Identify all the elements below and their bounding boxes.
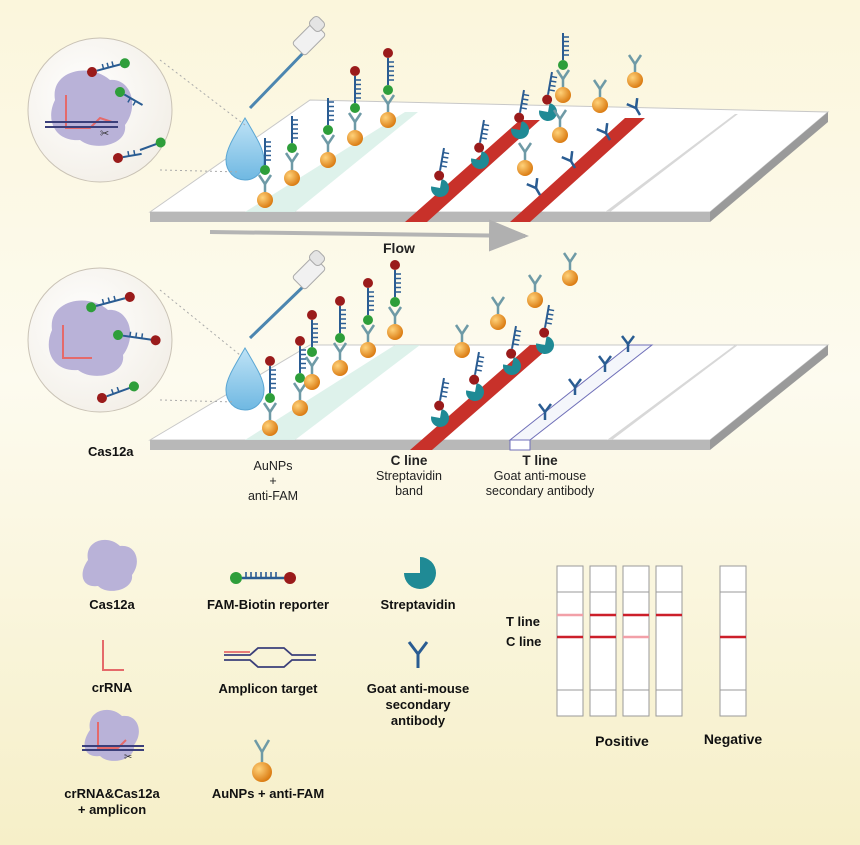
streptavidin-bound xyxy=(536,304,555,354)
legend-antibody-label-line3: antibody xyxy=(391,713,446,728)
legend-crrna-icon xyxy=(102,640,124,671)
legend-cas12a-icon xyxy=(82,539,137,591)
legend-streptavidin-label: Streptavidin xyxy=(380,597,455,612)
legend-antibody-icon xyxy=(407,641,429,668)
secondary-antibody xyxy=(561,150,577,169)
flow-arrow: Flow xyxy=(209,219,529,256)
bottom-drop xyxy=(225,347,265,411)
streptavidin-bound xyxy=(511,89,530,139)
top-drop xyxy=(225,117,265,181)
aunp-conjugate xyxy=(292,336,308,416)
legend-streptavidin-icon xyxy=(404,557,436,589)
legend-amplicon-icon xyxy=(224,647,316,668)
conjugate-label-line1: AuNPs xyxy=(254,459,293,473)
positive-result-strip xyxy=(655,565,683,717)
legend-complex-label-line1: crRNA&Cas12a xyxy=(64,786,160,801)
molecule-layer xyxy=(257,33,643,436)
aunp-conjugate xyxy=(592,79,608,113)
legend: Cas12a crRNA ✂ crRNA&Cas12a + amplicon F… xyxy=(64,539,470,817)
streptavidin-bound xyxy=(431,147,450,197)
aunp-conjugate xyxy=(490,296,506,330)
aunp-conjugate xyxy=(262,356,278,436)
t-line-label-line3: secondary antibody xyxy=(486,484,595,498)
secondary-antibody xyxy=(526,177,542,196)
result-strips: T line C line Positive Negative xyxy=(506,565,763,749)
secondary-antibody xyxy=(568,378,582,395)
bottom-conjugate-pad xyxy=(245,345,420,440)
result-t-line-label: T line xyxy=(506,614,540,629)
cas12a-side-label: Cas12a xyxy=(88,444,134,459)
c-line-label-title: C line xyxy=(391,453,428,468)
secondary-antibody xyxy=(538,403,552,420)
aunp-conjugate xyxy=(555,33,571,103)
legend-cas12a-label: Cas12a xyxy=(89,597,135,612)
strip-labels: AuNPs + anti-FAM C line Streptavidin ban… xyxy=(248,453,595,503)
negative-result-strip xyxy=(719,565,747,717)
aunp-conjugate xyxy=(347,66,363,146)
streptavidin-bound xyxy=(431,377,450,427)
aunp-conjugate xyxy=(304,310,320,390)
legend-complex-label-line2: + amplicon xyxy=(78,802,146,817)
result-c-line-label: C line xyxy=(506,634,541,649)
legend-crrna-label: crRNA xyxy=(92,680,133,695)
aunp-conjugate xyxy=(380,48,396,128)
aunp-conjugate xyxy=(360,278,376,358)
positive-result-strip xyxy=(622,565,650,717)
c-line-label-line3: band xyxy=(395,484,423,498)
aunp-conjugate xyxy=(387,260,403,340)
positive-result-strip xyxy=(556,565,584,717)
aunp-conjugate xyxy=(332,296,348,376)
secondary-antibody xyxy=(626,97,642,116)
negative-label: Negative xyxy=(704,731,763,747)
aunp-conjugate xyxy=(454,324,470,358)
streptavidin-bound xyxy=(466,351,485,401)
aunp-conjugate xyxy=(517,142,533,176)
bottom-pipette xyxy=(248,249,326,340)
aunp-conjugate xyxy=(257,138,273,208)
legend-aunps-icon xyxy=(252,739,272,782)
legend-reporter-icon xyxy=(230,572,296,584)
aunp-conjugate xyxy=(562,252,578,286)
legend-antibody-label-line2: secondary xyxy=(385,697,451,712)
svg-text:✂: ✂ xyxy=(100,128,109,140)
legend-reporter-label: FAM-Biotin reporter xyxy=(207,597,329,612)
svg-text:✂: ✂ xyxy=(124,752,132,763)
secondary-antibody xyxy=(596,122,612,141)
aunp-conjugate xyxy=(284,116,300,186)
flow-label: Flow xyxy=(383,240,415,256)
aunp-conjugate xyxy=(552,109,568,143)
top-t-line xyxy=(510,118,645,222)
positive-label: Positive xyxy=(595,733,649,749)
conjugate-label-line2: + xyxy=(269,474,276,488)
t-line-label-title: T line xyxy=(522,453,558,468)
secondary-antibody xyxy=(621,335,635,352)
bottom-zoom-bubble xyxy=(27,267,241,413)
legend-aunps-label: AuNPs + anti-FAM xyxy=(212,786,324,801)
t-line-label-line2: Goat anti-mouse xyxy=(494,469,586,483)
streptavidin-bound xyxy=(539,71,558,121)
legend-amplicon-label: Amplicon target xyxy=(219,681,319,696)
legend-complex-icon: ✂ xyxy=(82,709,144,763)
streptavidin-bound xyxy=(471,119,490,169)
top-zoom-bubble: ✂ xyxy=(27,37,246,183)
conjugate-label-line3: anti-FAM xyxy=(248,489,298,503)
secondary-antibody xyxy=(598,355,612,372)
legend-antibody-label-line1: Goat anti-mouse xyxy=(367,681,470,696)
streptavidin-bound xyxy=(503,325,522,375)
positive-result-strip xyxy=(589,565,617,717)
c-line-label-line2: Streptavidin xyxy=(376,469,442,483)
top-pipette xyxy=(248,15,326,110)
aunp-conjugate xyxy=(627,54,643,88)
aunp-conjugate xyxy=(527,274,543,308)
aunp-conjugate xyxy=(320,98,336,168)
